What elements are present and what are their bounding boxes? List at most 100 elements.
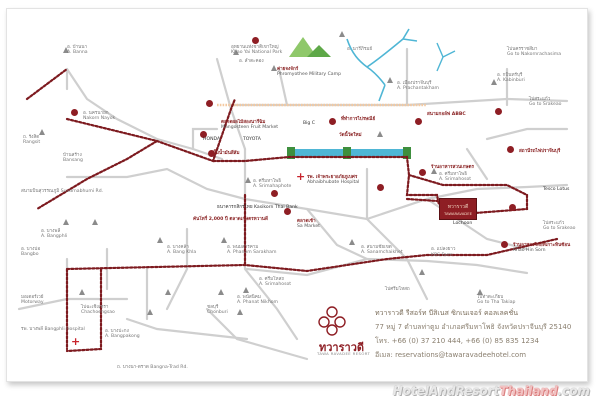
label-phromyothee: ค่ายจงจักร์Phromyothee Military Camp xyxy=(277,67,341,78)
label-go-srimahosot: ไปศรีมโหสถ xyxy=(385,287,410,292)
poi-marker[interactable] xyxy=(206,100,213,107)
bridge xyxy=(403,147,411,159)
label-suvarnabhumi: สนามบินสุวรรณภูมิ Suvarnabhumi Rd. xyxy=(21,189,104,194)
poi-marker[interactable] xyxy=(200,131,207,138)
town-marker xyxy=(165,289,171,295)
poi-marker[interactable] xyxy=(252,37,259,44)
label-ptt: คันโทรี่ 2,000 ปี ตลาดเกษตรหวานดี xyxy=(193,217,268,222)
hotel-logo-name: ทวาราวดี xyxy=(319,341,365,354)
label-abbc: สนามกอล์ฟ ABBC xyxy=(427,112,466,117)
town-marker xyxy=(157,237,163,243)
label-chonburi: ชลบุรีChonburi xyxy=(207,305,228,316)
town-marker xyxy=(147,309,153,315)
hotel-phone-line[interactable]: โทร. +66 (0) 37 210 444, +66 (0) 85 835 … xyxy=(375,337,539,345)
label-kbs: KBS Farm xyxy=(431,253,453,258)
hospital-icon: + xyxy=(296,170,306,183)
hotel-address-line: 77 หมู่ 7 ตำบลท่าตูม อำเภอศรีมหาโพธิ จัง… xyxy=(375,323,572,331)
label-post: ที่ทำการไปรษณีย์ xyxy=(341,117,376,122)
town-marker xyxy=(339,31,345,37)
town-marker xyxy=(431,168,437,174)
hotel-email-line[interactable]: อีเมล: reservations@tawaravadeehotel.com xyxy=(375,351,527,359)
town-marker xyxy=(377,131,383,137)
label-motorway: มอเตอร์เวย์Motorway xyxy=(21,295,44,306)
label-wat: วัดนี้วัดใหม่ xyxy=(339,133,362,138)
bridge xyxy=(343,147,351,159)
label-kasikorn: ธนาคารกสิกรไทย Kasikorn Thai Bank xyxy=(217,205,298,210)
town-marker xyxy=(39,129,45,135)
town-marker xyxy=(349,239,355,245)
label-bangphli-hospital: รพ. บางพลี Bangphli Hospital xyxy=(21,327,85,332)
label-krabinburi: อ. กบินทร์บุรีA. Kabinburi xyxy=(497,73,525,84)
town-marker xyxy=(491,79,497,85)
poi-marker[interactable] xyxy=(509,204,516,211)
town-marker xyxy=(92,219,98,225)
town-marker xyxy=(271,65,277,71)
poi-marker[interactable] xyxy=(507,146,514,153)
label-toyota: TOYOTA xyxy=(243,137,261,142)
mountain-icon xyxy=(289,37,317,57)
label-si-maha: อ. ศรีมหาโพธิA. Srimahaphote xyxy=(253,179,292,190)
route-line xyxy=(25,67,559,353)
town-marker xyxy=(63,219,69,225)
poi-marker[interactable] xyxy=(377,184,384,191)
poi-marker[interactable] xyxy=(208,150,215,157)
label-station: สถานีรถไฟปราจีนบุรี xyxy=(519,149,561,154)
hotel-marker[interactable]: ทวาราวดี TAWARAVADEE xyxy=(439,198,477,220)
label-bangphli: อ. บางพลีA. Bangphli xyxy=(41,229,68,240)
label-bangna-trad: ถ. บางนา-ตราด Bangna-Trad Rd. xyxy=(117,365,188,370)
hotel-marker-sub: TAWARAVADEE xyxy=(443,211,473,216)
poi-marker[interactable] xyxy=(71,109,78,116)
poi-marker[interactable] xyxy=(284,208,291,215)
poi-marker[interactable] xyxy=(495,108,502,115)
poi-marker[interactable] xyxy=(271,190,278,197)
watermark: HotelAndResortThailand.com xyxy=(392,384,590,398)
label-lochoon: Lochoon xyxy=(453,221,473,226)
town-marker xyxy=(233,49,239,55)
hotel-logo-icon xyxy=(318,306,346,336)
town-marker xyxy=(419,269,425,275)
poi-marker[interactable] xyxy=(419,169,426,176)
river-branch xyxy=(436,42,456,72)
hotel-name-line: ทวาราวดี รีสอร์ท บีสิเนส ซิกเนเจอร์ คอลเ… xyxy=(375,309,519,317)
label-srimahaphote: อ. ศรีมหาโพธิA. Srimahosot xyxy=(439,172,472,183)
town-marker xyxy=(245,177,251,183)
town-marker xyxy=(218,289,224,295)
poi-marker[interactable] xyxy=(501,241,508,248)
label-big-c: Big C xyxy=(303,121,316,126)
label-tesco: Tesco Lotus xyxy=(543,187,570,192)
town-marker xyxy=(477,289,483,295)
river xyxy=(346,28,418,102)
label-prachinburi: อ. เมืองปราจีนบุรีA. Prachantakham xyxy=(397,81,440,92)
poi-marker[interactable] xyxy=(329,118,336,125)
hotel-marker-name: ทวาราวดี xyxy=(447,204,469,210)
label-honda: HONDA xyxy=(203,137,221,142)
town-marker xyxy=(237,309,243,315)
town-marker xyxy=(221,237,227,243)
poi-marker[interactable] xyxy=(415,118,422,125)
hotel-logo-sub: TAWA RAVADEE RESORT xyxy=(317,351,371,356)
label-khaoyai: อุทยานแห่งชาติเขาใหญ่Khao Yai National P… xyxy=(231,45,283,56)
label-restaurant: ร้านอาหารสวนเกษตร xyxy=(431,165,474,170)
town-marker xyxy=(387,77,393,83)
label-plaengyao: อ. แปลงยาว xyxy=(431,247,456,252)
